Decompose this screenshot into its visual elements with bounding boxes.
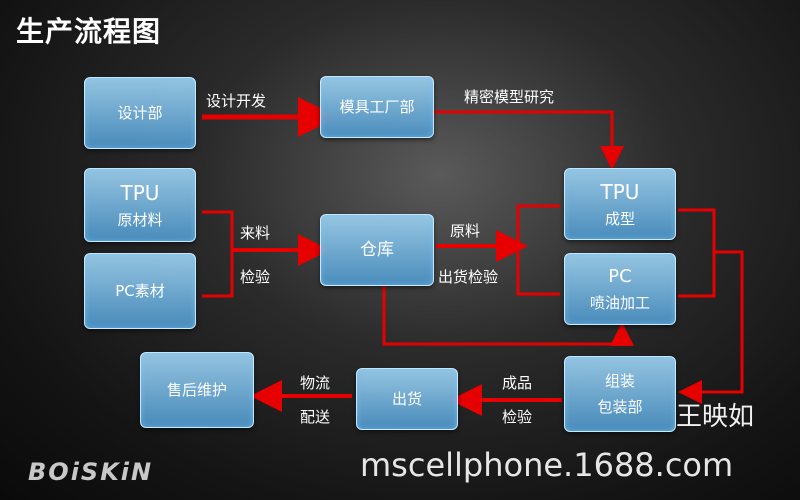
- node-tpu-raw-line1: TPU: [120, 181, 160, 205]
- node-tpu-forming-line2: 成型: [604, 210, 635, 228]
- node-warehouse-label: 仓库: [360, 239, 394, 260]
- node-pc-raw-label: PC素材: [115, 282, 165, 300]
- node-pc-raw: PC素材: [84, 253, 196, 329]
- node-after-sales: 售后维护: [140, 352, 254, 428]
- label-inspect-in: 检验: [240, 268, 271, 286]
- node-warehouse: 仓库: [320, 214, 434, 286]
- node-tpu-forming-line1: TPU: [600, 180, 640, 204]
- node-after-sales-label: 售后维护: [166, 381, 227, 399]
- node-shipping: 出货: [356, 368, 458, 430]
- arrow-mold-to-tpu-forming: [432, 110, 624, 170]
- node-tpu-forming: TPU 成型: [564, 168, 676, 240]
- node-design-label: 设计部: [117, 104, 163, 122]
- node-pc-spraying-line2: 喷油加工: [589, 293, 650, 312]
- label-raw-material: 原料: [450, 222, 481, 240]
- label-logistics: 物流: [300, 374, 331, 392]
- node-assembly-line2: 包装部: [597, 398, 643, 416]
- bracket-production-right: [678, 208, 716, 298]
- node-shipping-label: 出货: [391, 390, 422, 408]
- node-mold-label: 模具工厂部: [339, 98, 415, 116]
- bracket-raw-materials: [202, 210, 234, 298]
- node-tpu-raw-line2: 原材料: [117, 211, 163, 229]
- node-assembly-line1: 组装: [604, 372, 635, 390]
- arrow-production-to-assembly: [678, 250, 744, 404]
- node-tpu-raw: TPU 原材料: [84, 168, 196, 242]
- node-pc-spraying: PC 喷油加工: [564, 253, 676, 325]
- arrow-warehouse-to-assembly: [382, 286, 634, 346]
- author-name: 王映如: [676, 402, 755, 432]
- label-inspect-out: 检验: [502, 408, 533, 426]
- website-watermark: mscellphone.1688.com: [360, 446, 734, 484]
- label-incoming: 来料: [240, 224, 271, 242]
- diagram-title: 生产流程图: [16, 15, 162, 48]
- node-assembly-packaging: 组装 包装部: [564, 356, 676, 432]
- brand-logo: BOiSKiN: [28, 458, 154, 486]
- node-pc-spraying-line1: PC: [608, 266, 632, 288]
- node-mold-factory: 模具工厂部: [320, 76, 434, 138]
- label-outbound-inspect: 出货检验: [438, 268, 499, 286]
- node-design: 设计部: [84, 77, 196, 149]
- bracket-production: [516, 204, 560, 296]
- label-delivery: 配送: [300, 408, 331, 426]
- label-finished: 成品: [502, 374, 533, 392]
- label-design-dev: 设计开发: [206, 92, 267, 110]
- label-precision-mold: 精密模型研究: [464, 88, 555, 106]
